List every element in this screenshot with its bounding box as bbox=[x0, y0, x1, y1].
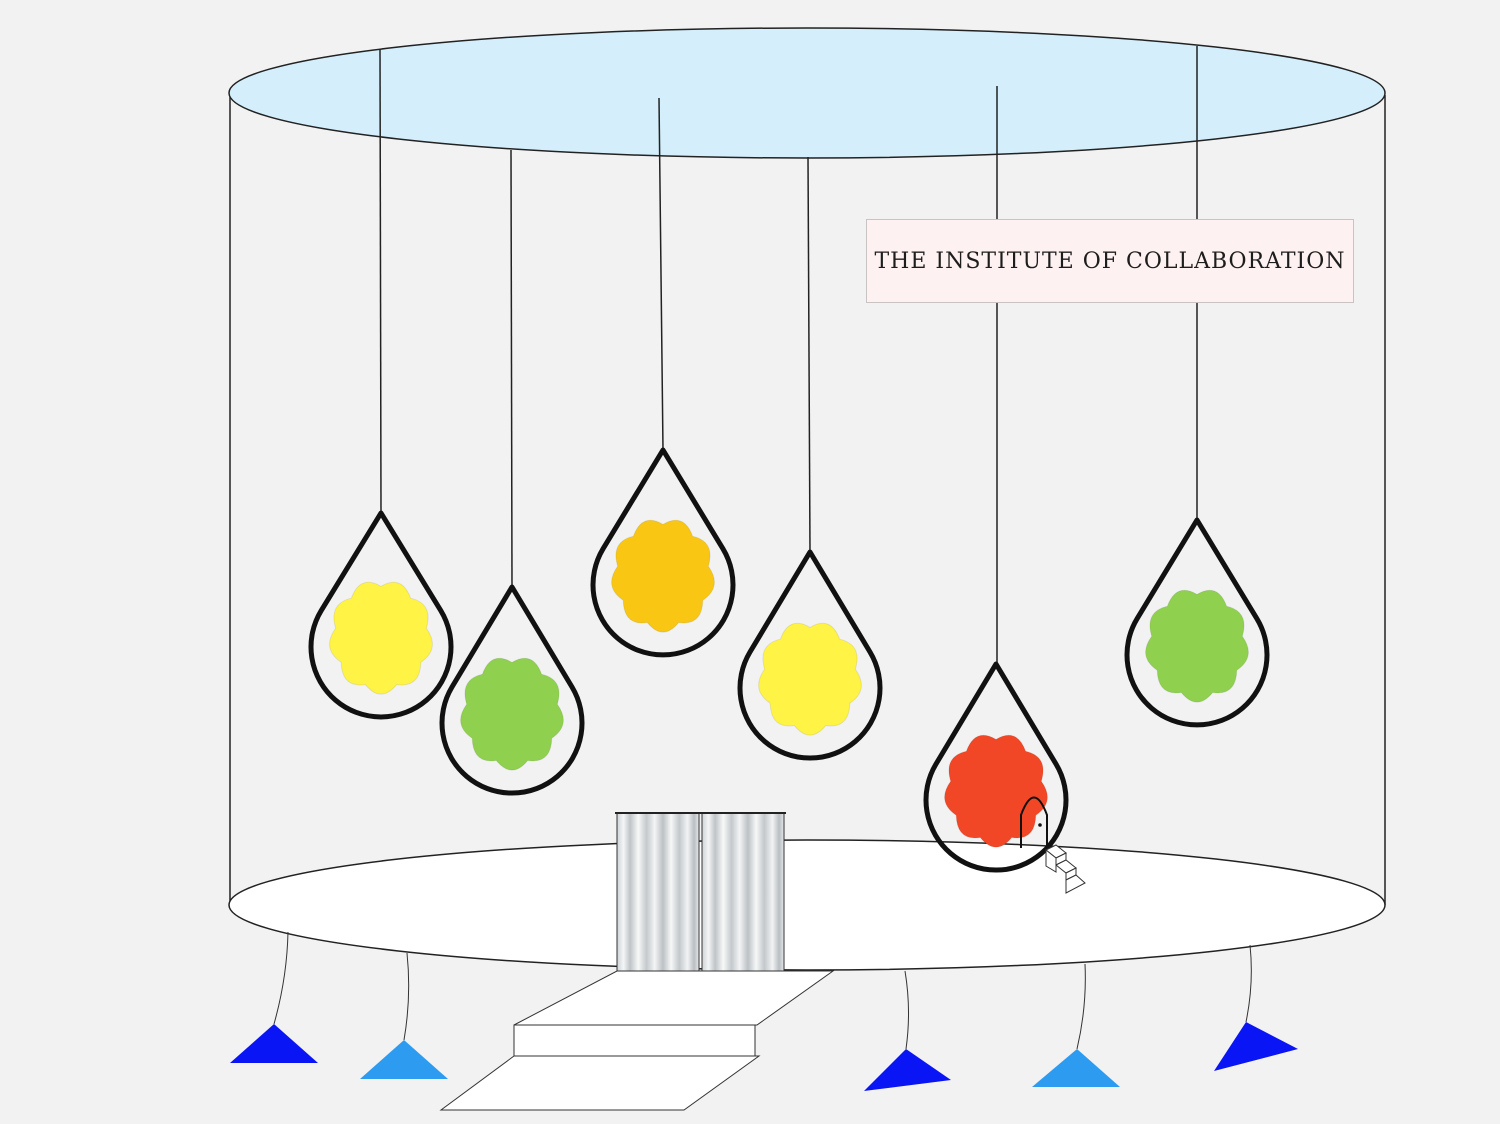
cloud-icon bbox=[944, 734, 1048, 848]
light-1 bbox=[230, 931, 318, 1063]
institute-sign: THE INSTITUTE OF COLLABORATION bbox=[866, 219, 1354, 303]
light-5 bbox=[1214, 944, 1298, 1071]
pod-frame bbox=[308, 510, 454, 720]
pod-amber bbox=[590, 447, 736, 658]
ceiling-disc bbox=[228, 27, 1386, 159]
pods-group bbox=[308, 447, 1270, 873]
spotlight-icon bbox=[864, 1049, 951, 1091]
light-cable bbox=[1245, 944, 1252, 1023]
wire-pod-yellow-1 bbox=[379, 48, 382, 514]
light-2 bbox=[360, 952, 448, 1079]
pod-frame bbox=[590, 447, 736, 658]
pod-red bbox=[923, 661, 1069, 873]
light-cable bbox=[273, 931, 289, 1025]
pod-frame bbox=[923, 661, 1069, 873]
lights-group bbox=[230, 931, 1298, 1091]
stage-landing bbox=[513, 970, 835, 1026]
pod-green-2 bbox=[1124, 517, 1270, 728]
spotlight-icon bbox=[1032, 1049, 1120, 1087]
floor-platform bbox=[228, 839, 1386, 971]
stage-lower-landing bbox=[439, 1055, 761, 1111]
stairs-icon bbox=[1045, 844, 1086, 894]
doorway-icon bbox=[1020, 796, 1048, 848]
hanging-wires bbox=[379, 46, 1198, 664]
pod-frame bbox=[439, 584, 585, 796]
curtain-icon bbox=[615, 812, 786, 972]
wire-pod-amber bbox=[658, 97, 664, 451]
cloud-icon bbox=[611, 519, 715, 633]
cloud-icon bbox=[460, 657, 564, 771]
light-cable bbox=[403, 952, 410, 1041]
pod-yellow-2 bbox=[737, 549, 883, 761]
stage-step bbox=[513, 1024, 756, 1057]
cloud-icon bbox=[1145, 589, 1249, 703]
sign-title: THE INSTITUTE OF COLLABORATION bbox=[874, 248, 1346, 274]
cloud-icon bbox=[758, 622, 862, 736]
wire-pod-green-1 bbox=[510, 149, 513, 588]
pod-frame bbox=[737, 549, 883, 761]
light-cable bbox=[904, 970, 910, 1050]
light-4 bbox=[1032, 963, 1120, 1087]
light-cable bbox=[1076, 963, 1086, 1050]
spotlight-icon bbox=[1214, 1022, 1298, 1071]
pod-yellow-1 bbox=[308, 510, 454, 720]
wire-pod-yellow-2 bbox=[807, 156, 811, 553]
curtain-left bbox=[616, 812, 700, 972]
pod-frame bbox=[1124, 517, 1270, 728]
spotlight-icon bbox=[360, 1040, 448, 1079]
stage-entrance bbox=[439, 812, 835, 1111]
pod-green-1 bbox=[439, 584, 585, 796]
curtain-right bbox=[701, 812, 785, 972]
spotlight-icon bbox=[230, 1024, 318, 1063]
light-3 bbox=[864, 970, 951, 1091]
cloud-icon bbox=[329, 581, 433, 695]
